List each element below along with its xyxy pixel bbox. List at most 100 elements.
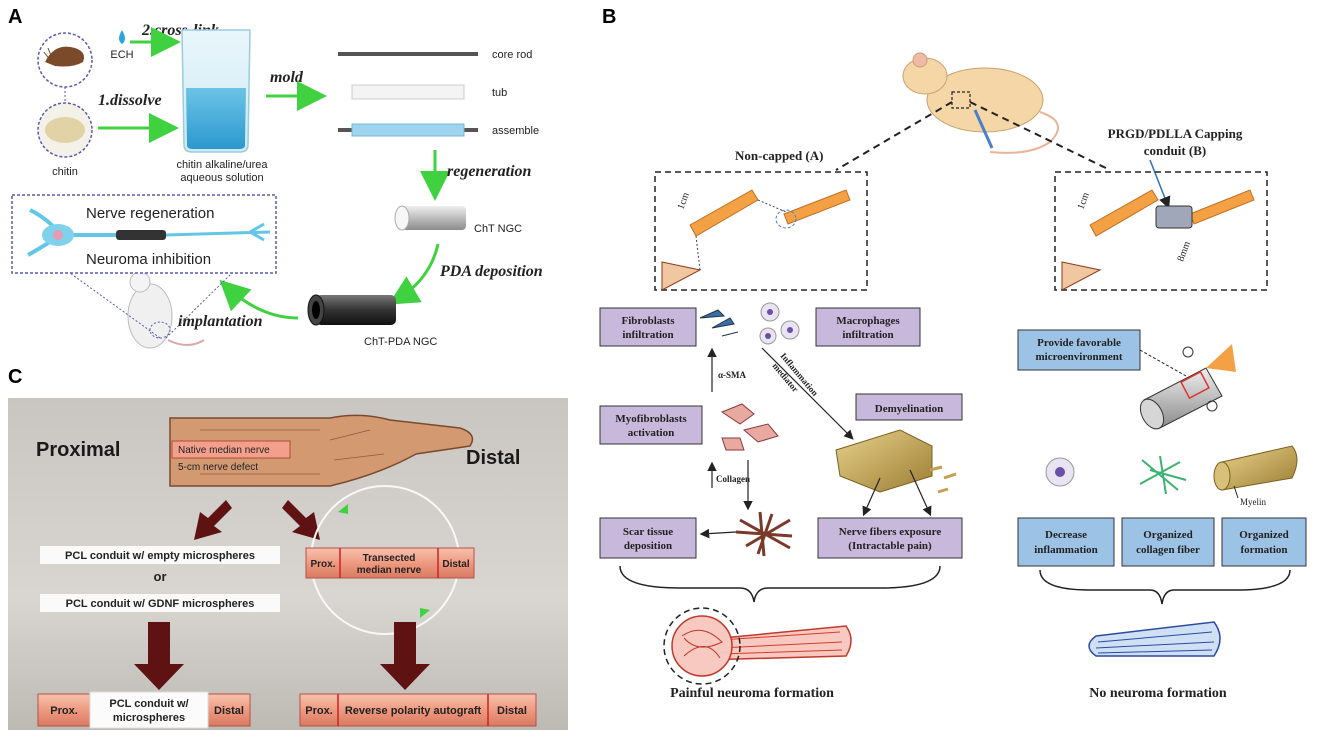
ech-label: ECH (110, 49, 133, 61)
fibro-label-1: Fibroblasts (622, 315, 676, 327)
panel-c-letter: C (8, 366, 23, 388)
fibroblast-cells-icon (699, 309, 739, 337)
panel-a-letter: A (8, 6, 23, 28)
distal3-label: Distal (497, 705, 527, 717)
implantation-arrow (219, 279, 299, 320)
prox2-label: Prox. (50, 705, 78, 717)
empty-label: PCL conduit w/ empty microspheres (65, 550, 255, 562)
implantation-label: implantation (178, 313, 263, 330)
macro-label-2: infiltration (842, 329, 893, 341)
core-rod-label: core rod (492, 49, 532, 61)
alpha-sma-label: α-SMA (718, 370, 747, 380)
nerve-dist-left (783, 189, 851, 225)
chitin-label: chitin (52, 166, 78, 178)
panel-b-letter: B (602, 6, 617, 28)
nerve-exposure-label-2: (Intractable pain) (848, 540, 932, 552)
mold-label: mold (270, 69, 304, 86)
myelin-label: Myelin (1240, 497, 1266, 507)
non-capped-box (654, 171, 868, 291)
assemble-icon (351, 123, 465, 137)
pcl-label-1: PCL conduit w/ (109, 698, 188, 710)
cht-pda-tube (316, 295, 396, 325)
panel-a: chitin ECH 2.cross-link 1.dissolve chiti… (11, 22, 543, 349)
distal1-label: Distal (442, 559, 469, 570)
organized-label-1: Organized (1143, 529, 1193, 541)
drop-icon (119, 30, 125, 44)
cht-ngc-label: ChT NGC (474, 223, 522, 235)
panel-c: Native median nerve 5-cm nerve defect Pr… (8, 398, 568, 730)
organized-collagen-icon (1139, 455, 1187, 495)
scar-label-2: deposition (624, 540, 672, 552)
defect-label: 5-cm nerve defect (178, 462, 258, 473)
empty-box (40, 546, 280, 564)
rat-icon (127, 283, 173, 349)
native-nerve-strip (171, 440, 291, 459)
nerve-prox-right (1089, 189, 1159, 237)
arrow-left-down (194, 500, 232, 540)
transected-nerve (305, 547, 475, 579)
right-brace (1039, 569, 1291, 605)
tub-label: tub (492, 87, 507, 99)
or-label: or (154, 569, 167, 584)
macrophages-box (815, 307, 921, 347)
demyelinated-nerve-icon (835, 429, 933, 493)
nerve-regeneration-label: Nerve regeneration (86, 205, 214, 222)
beaker-liquid (186, 88, 246, 149)
nerve-exposure-box (817, 517, 963, 559)
proximal-label: Proximal (36, 439, 120, 461)
arrow-down-left (134, 622, 184, 690)
gdnf-label: PCL conduit w/ GDNF microspheres (66, 598, 255, 610)
native-nerve-label: Native median nerve (178, 445, 270, 456)
formation-label-2: formation (1240, 544, 1287, 556)
provide-label-1: Provide favorable (1037, 337, 1121, 349)
eight-mm-label: 8mm (1175, 240, 1192, 263)
fibro-label-2: infiltration (622, 329, 673, 341)
panel-b: Non-capped (A) 1cm PRGD/PDLLA Capping co… (599, 52, 1307, 701)
mouse-focus-box (951, 91, 971, 109)
provide-label-2: microenvironment (1036, 351, 1123, 363)
pda-label: PDA deposition (439, 263, 543, 280)
myelinated-nerve-icon (1221, 445, 1298, 491)
myofibroblasts-box (599, 405, 703, 445)
nerve-dist-right (1189, 189, 1255, 225)
conduit-icon (116, 230, 166, 240)
non-capped-label: Non-capped (A) (735, 148, 823, 163)
assemble-label: assemble (492, 125, 539, 137)
no-neuroma-label: No neuroma formation (1089, 686, 1227, 701)
shrimp-icon (45, 46, 84, 67)
one-cm-left-label: 1cm (675, 191, 691, 211)
transected-label-2: median nerve (357, 565, 422, 576)
cht-ngc-tube (402, 206, 466, 230)
prox1-label: Prox. (310, 559, 335, 570)
solution-label-2: aqueous solution (180, 172, 263, 184)
organized-formation-box (1221, 517, 1307, 567)
capping-label-2: conduit (B) (1144, 143, 1206, 158)
arrow-right-down (282, 500, 320, 540)
collagen-fiber-icon (735, 511, 793, 557)
regeneration-label: regeneration (447, 163, 532, 180)
distal-label: Distal (466, 447, 520, 469)
distal2-label: Distal (214, 705, 244, 717)
solution-label-1: chitin alkaline/urea (176, 159, 268, 171)
formation-label-1: Organized (1239, 529, 1289, 541)
organized-label-2: collagen fiber (1136, 544, 1200, 556)
pcl-conduit (89, 691, 209, 729)
core-rod-icon (338, 52, 478, 56)
scar-label-1: Scar tissue (623, 526, 673, 538)
pda-arrow (388, 243, 440, 305)
demyelination-box (855, 393, 963, 421)
scalpel-icon (973, 109, 994, 149)
no-neuroma-icon (1088, 621, 1221, 657)
tub-icon (351, 84, 465, 100)
painful-neuroma-label: Painful neuroma formation (670, 686, 834, 701)
scar-box (599, 517, 697, 559)
prox3-label: Prox. (305, 705, 333, 717)
decrease-label-1: Decrease (1045, 529, 1087, 541)
fibroblasts-box (599, 307, 697, 347)
reverse-nerve (299, 693, 537, 727)
collagen-label: Collagen (716, 474, 750, 484)
capping-label-1: PRGD/PDLLA Capping (1108, 126, 1243, 141)
myo-label-1: Myofibroblasts (615, 413, 687, 425)
organized-collagen-box (1121, 517, 1215, 567)
